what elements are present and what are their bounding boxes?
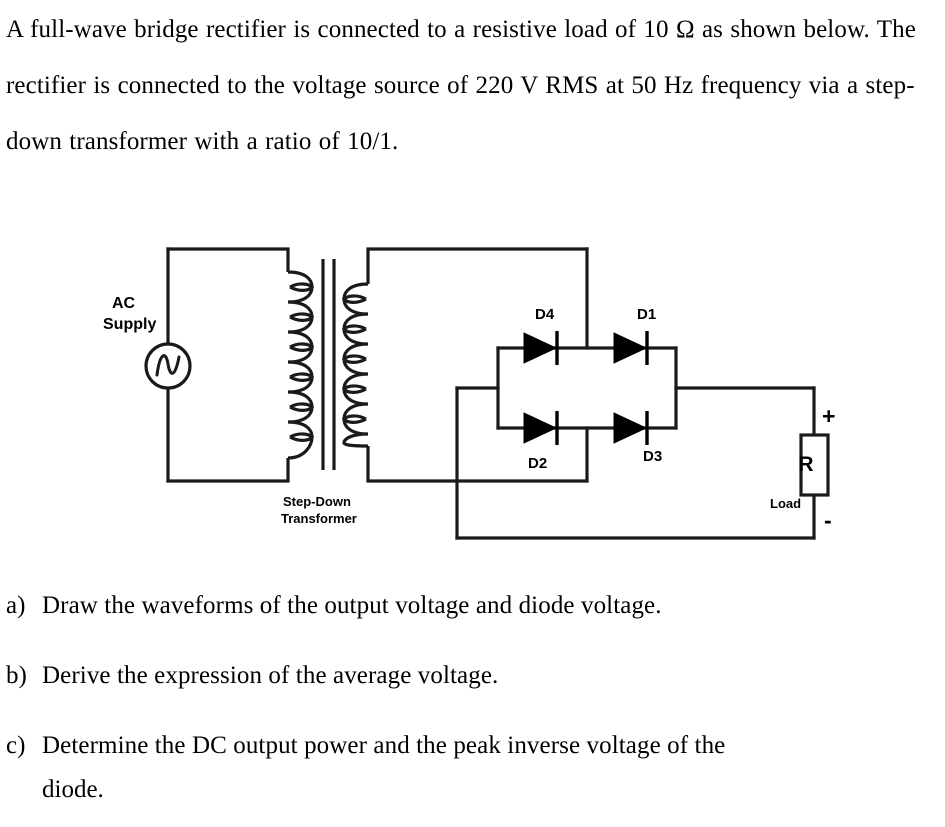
diode-label-D3: D3	[643, 448, 662, 465]
load-polarity-negative: -	[824, 507, 832, 533]
diode-label-D4: D4	[535, 306, 555, 323]
question-text-c: Determine the DC output power and the pe…	[42, 732, 726, 759]
ac-supply-label-line2: Supply	[103, 316, 156, 333]
ac-supply-label-line1: AC	[112, 295, 136, 312]
diode-label-D2: D2	[528, 455, 547, 472]
problem-statement: A full-wave bridge rectifier is connecte…	[6, 16, 916, 155]
question-text-b: Derive the expression of the average vol…	[42, 662, 499, 689]
diode-D1	[613, 331, 649, 365]
circuit-diagram: AC Supply Step-Down Transformer D4 D1 D2…	[0, 228, 945, 558]
bridge-left-node-wires	[455, 386, 816, 540]
question-item-a: a) Draw the waveforms of the output volt…	[6, 588, 936, 624]
load-caption: Load	[770, 496, 801, 511]
transformer-secondary-winding	[341, 249, 370, 481]
diode-label-D1: D1	[637, 306, 656, 323]
transformer-label-line1: Step-Down	[283, 494, 351, 509]
transformer-core	[321, 259, 336, 470]
diode-D2	[523, 411, 559, 445]
transformer-primary-winding	[286, 249, 315, 481]
question-list: a) Draw the waveforms of the output volt…	[6, 588, 936, 808]
question-item-b: b) Derive the expression of the average …	[6, 658, 936, 694]
question-marker-c: c)	[6, 732, 26, 759]
secondary-to-bridge-wires	[366, 247, 589, 483]
question-marker-a: a)	[6, 592, 26, 619]
ac-source-symbol	[144, 342, 192, 390]
diode-D3	[613, 411, 649, 445]
diode-D4	[523, 331, 559, 365]
primary-loop-wires	[166, 247, 290, 483]
bridge-right-node-wires	[674, 386, 816, 540]
question-item-c: c) Determine the DC output power and the…	[6, 728, 936, 764]
transformer-label-line2: Transformer	[281, 511, 357, 526]
load-resistor-symbol: R	[798, 453, 813, 476]
load-resistor	[799, 433, 830, 497]
load-polarity-positive: +	[822, 403, 835, 429]
question-marker-b: b)	[6, 662, 27, 689]
question-text-c-continuation: diode.	[42, 776, 104, 803]
question-text-a: Draw the waveforms of the output voltage…	[42, 592, 662, 619]
